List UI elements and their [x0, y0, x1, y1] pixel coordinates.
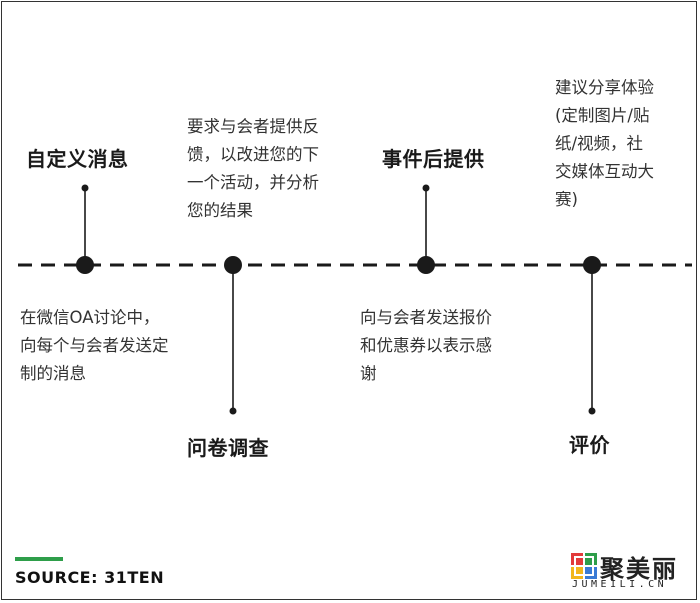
- desc-line: 谢: [360, 364, 377, 383]
- desc-line: 交媒体互动大: [555, 162, 654, 181]
- milestone-desc-2: 要求与会者提供反 馈，以改进您的下 一个活动，并分析 您的结果: [187, 113, 319, 225]
- jumeili-logo: 聚美丽 JUMEILI.CN: [570, 549, 690, 590]
- source-label: SOURCE: 31TEN: [15, 568, 165, 587]
- desc-line: 和优惠券以表示感: [360, 336, 492, 355]
- milestone-title-3: 事件后提供: [382, 147, 485, 171]
- logo-mark-icon: [571, 553, 597, 579]
- milestone-desc-4: 建议分享体验 (定制图片/贴 纸/视频，社 交媒体互动大 赛): [555, 74, 654, 214]
- desc-line: 制的消息: [20, 364, 86, 383]
- milestone-desc-3: 向与会者发送报价 和优惠券以表示感 谢: [360, 304, 492, 388]
- desc-line: 您的结果: [187, 201, 253, 220]
- desc-line: 建议分享体验: [555, 78, 654, 97]
- logo-name: 聚美丽: [600, 555, 678, 583]
- desc-line: 向每个与会者发送定: [20, 336, 169, 355]
- milestone-title-4: 评价: [569, 433, 610, 457]
- milestone-dot-1: [76, 256, 94, 274]
- desc-line: (定制图片/贴: [555, 106, 650, 125]
- desc-line: 向与会者发送报价: [360, 308, 492, 327]
- milestone-title-1: 自定义消息: [26, 147, 129, 171]
- desc-line: 在微信OA讨论中，: [20, 308, 160, 327]
- milestone-dot-2: [224, 256, 242, 274]
- source-accent-bar: [15, 557, 63, 561]
- desc-line: 赛): [555, 190, 578, 209]
- desc-line: 要求与会者提供反: [187, 117, 319, 136]
- milestone-title-2: 问卷调查: [187, 436, 269, 460]
- desc-line: 一个活动，并分析: [187, 173, 319, 192]
- logo-sub: JUMEILI.CN: [572, 579, 668, 590]
- milestone-dot-3: [417, 256, 435, 274]
- connector-2-end: [229, 407, 237, 415]
- milestone-dot-4: [583, 256, 601, 274]
- desc-line: 馈，以改进您的下: [187, 145, 319, 164]
- desc-line: 纸/视频，社: [555, 134, 644, 153]
- connector-3-end: [422, 184, 430, 192]
- connector-4-end: [588, 407, 596, 415]
- connector-1-end: [81, 184, 89, 192]
- milestone-desc-1: 在微信OA讨论中， 向每个与会者发送定 制的消息: [20, 304, 169, 388]
